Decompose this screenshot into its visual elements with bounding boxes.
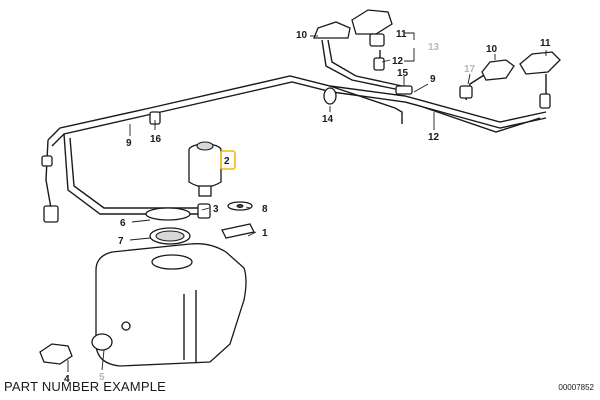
- callout-5: 5: [99, 372, 105, 383]
- callout-11-left: 11: [396, 29, 407, 40]
- washer-reservoir: [95, 243, 247, 367]
- callout-14: 14: [322, 114, 334, 125]
- callout-15: 15: [397, 68, 409, 79]
- level-sensor-parts: [39, 333, 113, 365]
- callout-4: 4: [64, 374, 70, 385]
- nozzle-left-assembly: [313, 9, 393, 47]
- reference-code: 00007852: [558, 383, 594, 392]
- callout-labels: 1 2 3 4 5 6 7 8 9 9 10 10 11 11 12 12 13…: [64, 29, 551, 385]
- callout-10-right: 10: [486, 44, 498, 55]
- diagram-caption: PART NUMBER EXAMPLE: [4, 379, 167, 394]
- reservoir-cap-parts: [145, 201, 255, 245]
- callout-9-left: 9: [126, 138, 132, 149]
- callout-12-top: 12: [392, 56, 404, 67]
- callout-6: 6: [120, 218, 126, 229]
- callout-7: 7: [118, 236, 124, 247]
- callout-10-left: 10: [296, 30, 308, 41]
- callout-1: 1: [262, 228, 268, 239]
- washer-pump: [188, 141, 222, 219]
- callout-12-bottom: 12: [428, 132, 440, 143]
- nozzle-right-assembly: [481, 51, 561, 81]
- callout-11-right: 11: [540, 38, 551, 49]
- callout-13: 13: [428, 42, 440, 53]
- callout-2: 2: [224, 156, 230, 167]
- callout-17: 17: [464, 64, 476, 75]
- callout-3: 3: [213, 204, 219, 215]
- hose-connectors: [41, 57, 551, 223]
- callout-16: 16: [150, 134, 162, 145]
- hose-lines: [45, 39, 547, 215]
- callout-8: 8: [262, 204, 268, 215]
- callout-leaders: [67, 32, 547, 372]
- callout-9-right: 9: [430, 74, 436, 85]
- highlight-box-part-2: [220, 150, 236, 170]
